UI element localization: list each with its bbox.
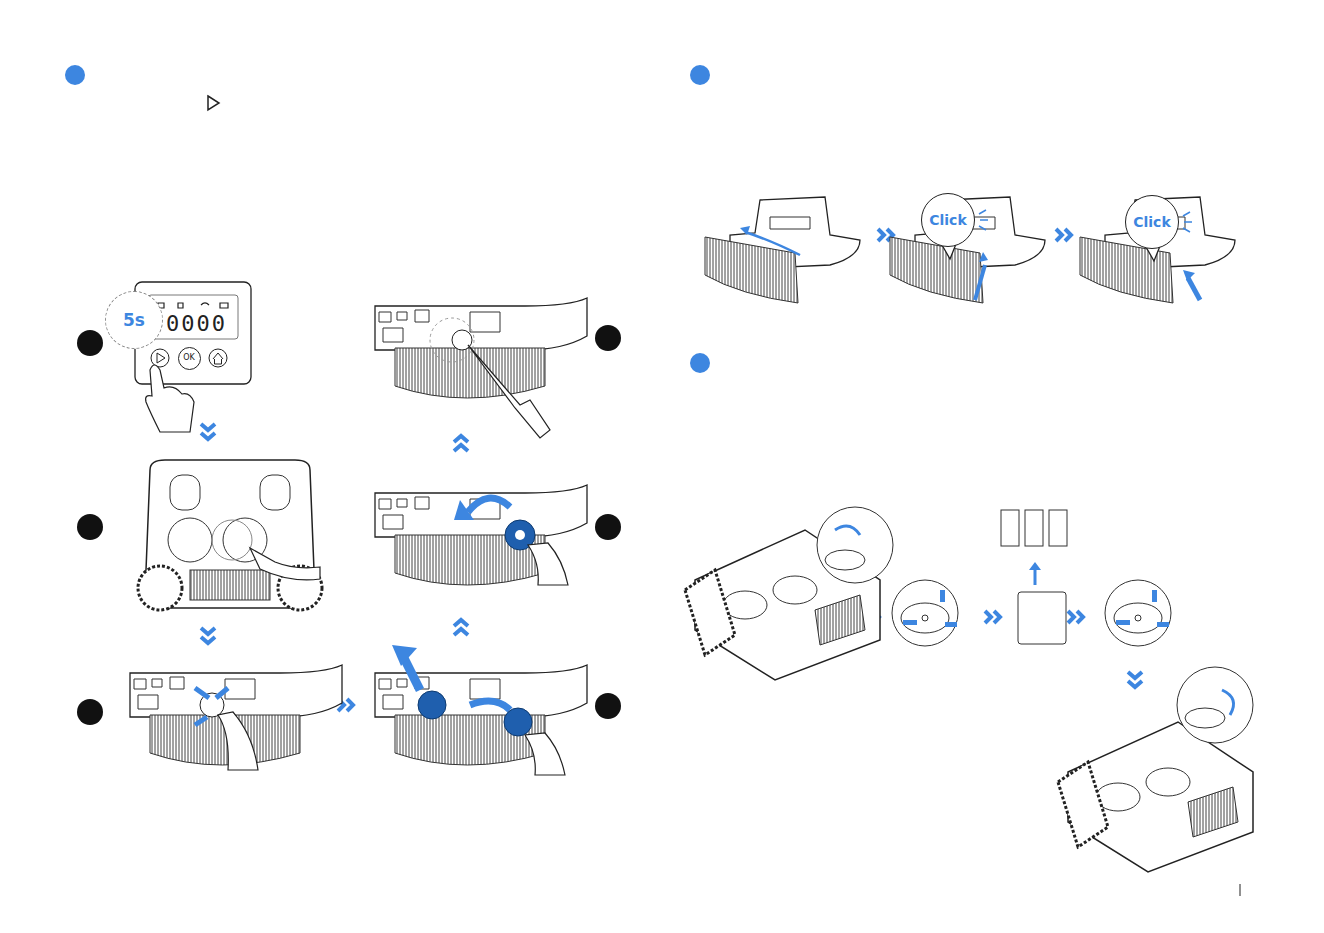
hold-time-callout: 5s [105, 291, 163, 349]
click-bubble: Click [921, 193, 975, 247]
node-text: Click [929, 213, 966, 227]
sound-marks [979, 210, 988, 230]
display-digits: 0000 [166, 313, 227, 335]
node-text: 5s [123, 312, 145, 329]
ok-button: OK [178, 347, 201, 370]
node-text: Click [1133, 215, 1170, 229]
click-bubble: Click [1125, 195, 1179, 249]
node-text: OK [183, 354, 195, 362]
sound-marks [1183, 212, 1192, 232]
